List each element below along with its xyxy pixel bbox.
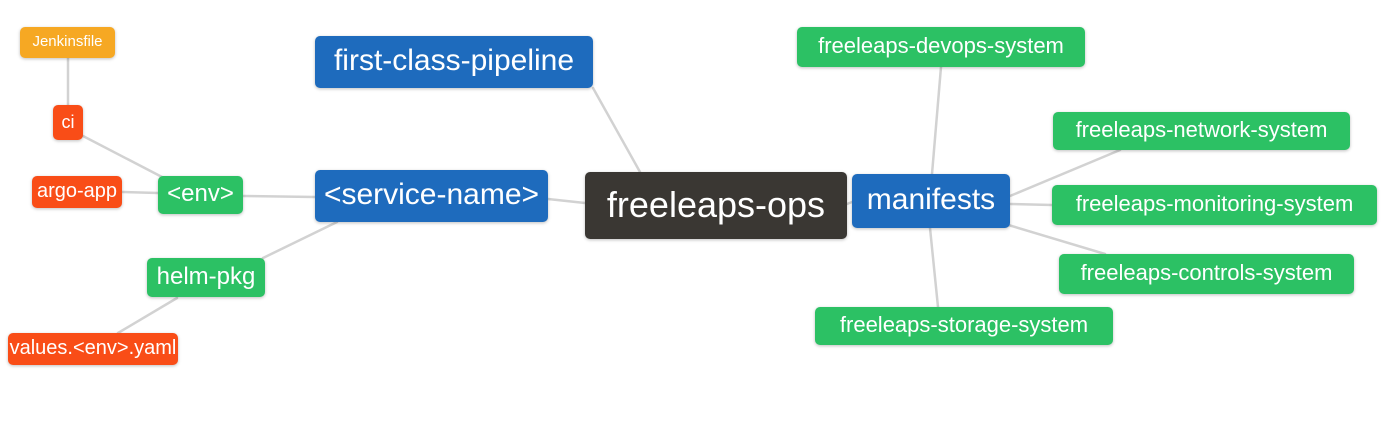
node-manifests[interactable]: manifests	[852, 174, 1010, 228]
edge-env-to-service-name	[241, 194, 317, 199]
node-jenkinsfile[interactable]: Jenkinsfile	[20, 27, 115, 58]
node-first-class-pipeline[interactable]: first-class-pipeline	[315, 36, 593, 88]
edge-values-env-yaml-to-helm-pkg	[116, 296, 179, 335]
node-freeleaps-controls-system[interactable]: freeleaps-controls-system	[1059, 254, 1354, 294]
node-ci[interactable]: ci	[53, 105, 83, 140]
edge-first-class-pipeline-to-freeleaps-ops	[591, 86, 642, 174]
node-service-name[interactable]: <service-name>	[315, 170, 548, 222]
node-freeleaps-network-system[interactable]: freeleaps-network-system	[1053, 112, 1350, 150]
edge-manifests-to-devops-system	[930, 65, 943, 176]
node-values-env-yaml[interactable]: values.<env>.yaml	[8, 333, 178, 365]
edge-service-name-to-freeleaps-ops	[546, 197, 587, 205]
node-freeleaps-devops-system[interactable]: freeleaps-devops-system	[797, 27, 1085, 67]
edge-manifests-to-controls-system	[1003, 222, 1107, 256]
edge-manifests-to-storage-system	[928, 226, 940, 309]
edge-argo-app-to-env	[120, 190, 160, 195]
edge-manifests-to-monitoring-system	[1008, 202, 1054, 207]
node-env[interactable]: <env>	[158, 176, 243, 214]
node-argo-app[interactable]: argo-app	[32, 176, 122, 208]
edge-helm-pkg-to-service-name	[261, 220, 339, 260]
node-freeleaps-monitoring-system[interactable]: freeleaps-monitoring-system	[1052, 185, 1377, 225]
node-helm-pkg[interactable]: helm-pkg	[147, 258, 265, 297]
node-freeleaps-ops-root[interactable]: freeleaps-ops	[585, 172, 847, 239]
edge-ci-to-env	[81, 134, 164, 179]
node-freeleaps-storage-system[interactable]: freeleaps-storage-system	[815, 307, 1113, 345]
